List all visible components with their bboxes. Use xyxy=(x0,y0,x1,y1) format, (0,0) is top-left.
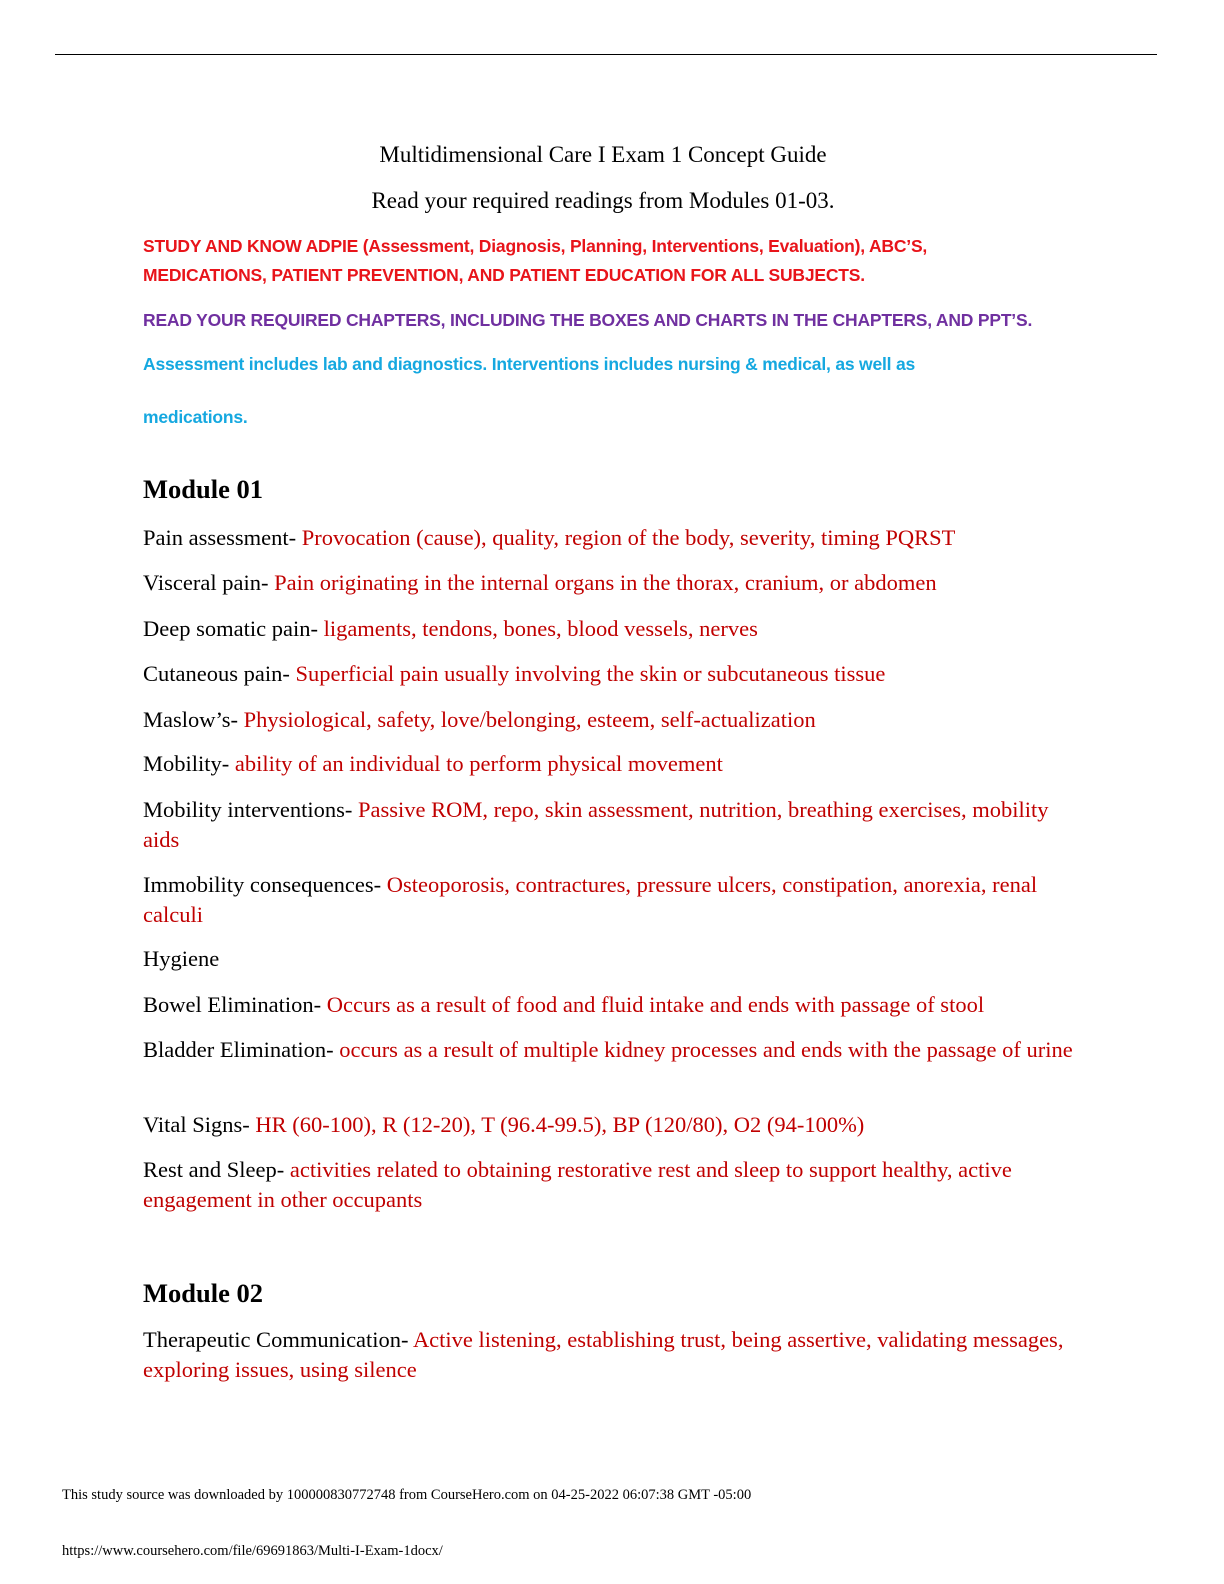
item-term: Bowel Elimination- xyxy=(143,992,327,1017)
item-term: Maslow’s- xyxy=(143,707,244,732)
item-term: Pain assessment- xyxy=(143,525,302,550)
item-definition: Osteoporosis, contractures, pressure ulc… xyxy=(143,872,1038,927)
item-definition: Occurs as a result of food and fluid int… xyxy=(326,992,985,1017)
document-subtitle: Read your required readings from Modules… xyxy=(371,188,835,213)
item-term: Visceral pain- xyxy=(143,570,275,595)
instruction-purple-line: READ YOUR REQUIRED CHAPTERS, INCLUDING T… xyxy=(143,310,1033,330)
list-item: Therapeutic Communication- Active listen… xyxy=(143,1325,1073,1385)
item-definition: Pain originating in the internal organs … xyxy=(274,570,937,595)
list-item: Pain assessment- Provocation (cause), qu… xyxy=(143,523,1073,553)
item-term: Cutaneous pain- xyxy=(143,661,296,686)
instruction-cyan-line-1: Assessment includes lab and diagnostics.… xyxy=(143,354,916,374)
module-01-heading: Module 01 xyxy=(143,474,263,504)
item-definition: Superficial pain usually involving the s… xyxy=(295,661,886,686)
list-item: Hygiene xyxy=(143,944,1073,974)
list-item: Deep somatic pain- ligaments, tendons, b… xyxy=(143,614,1073,644)
item-definition: HR (60-100), R (12-20), T (96.4-99.5), B… xyxy=(255,1112,865,1137)
list-item: Cutaneous pain- Superficial pain usually… xyxy=(143,659,1073,689)
list-item: Maslow’s- Physiological, safety, love/be… xyxy=(143,705,1073,735)
item-definition: Passive ROM, repo, skin assessment, nutr… xyxy=(143,797,1049,852)
item-definition: ligaments, tendons, bones, blood vessels… xyxy=(323,616,758,641)
item-term: Mobility- xyxy=(143,751,235,776)
item-term: Immobility consequences- xyxy=(143,872,387,897)
module-02-heading: Module 02 xyxy=(143,1278,263,1308)
item-term: Deep somatic pain- xyxy=(143,616,324,641)
item-term: Mobility interventions- xyxy=(143,797,358,822)
item-term: Rest and Sleep- xyxy=(143,1157,290,1182)
item-definition: activities related to obtaining restorat… xyxy=(143,1157,1012,1212)
list-item: Visceral pain- Pain originating in the i… xyxy=(143,568,1073,598)
list-item: Mobility- ability of an individual to pe… xyxy=(143,749,1073,779)
item-term: Bladder Elimination- xyxy=(143,1037,340,1062)
item-definition: Provocation (cause), quality, region of … xyxy=(301,525,956,550)
top-rule xyxy=(55,54,1157,55)
list-item: Rest and Sleep- activities related to ob… xyxy=(143,1155,1073,1215)
list-item: Bladder Elimination- occurs as a result … xyxy=(143,1035,1073,1065)
item-term: Vital Signs- xyxy=(143,1112,256,1137)
item-term: Hygiene xyxy=(143,946,220,971)
instruction-cyan-line-2: medications. xyxy=(143,407,248,427)
document-title: Multidimensional Care I Exam 1 Concept G… xyxy=(379,142,827,167)
list-item: Vital Signs- HR (60-100), R (12-20), T (… xyxy=(143,1110,1073,1140)
item-definition: occurs as a result of multiple kidney pr… xyxy=(339,1037,1073,1062)
list-item: Immobility consequences- Osteoporosis, c… xyxy=(143,870,1073,930)
item-definition: Active listening, establishing trust, be… xyxy=(143,1327,1064,1382)
item-definition: ability of an individual to perform phys… xyxy=(234,751,723,776)
item-definition: Physiological, safety, love/belonging, e… xyxy=(243,707,816,732)
item-term: Therapeutic Communication- xyxy=(143,1327,413,1352)
list-item: Mobility interventions- Passive ROM, rep… xyxy=(143,795,1073,855)
instruction-red-line-2: MEDICATIONS, PATIENT PREVENTION, AND PAT… xyxy=(143,265,865,285)
instruction-red-line-1: STUDY AND KNOW ADPIE (Assessment, Diagno… xyxy=(143,236,928,256)
list-item: Bowel Elimination- Occurs as a result of… xyxy=(143,990,1073,1020)
footer-url: https://www.coursehero.com/file/69691863… xyxy=(62,1543,443,1559)
footer-source-line: This study source was downloaded by 1000… xyxy=(62,1487,752,1503)
